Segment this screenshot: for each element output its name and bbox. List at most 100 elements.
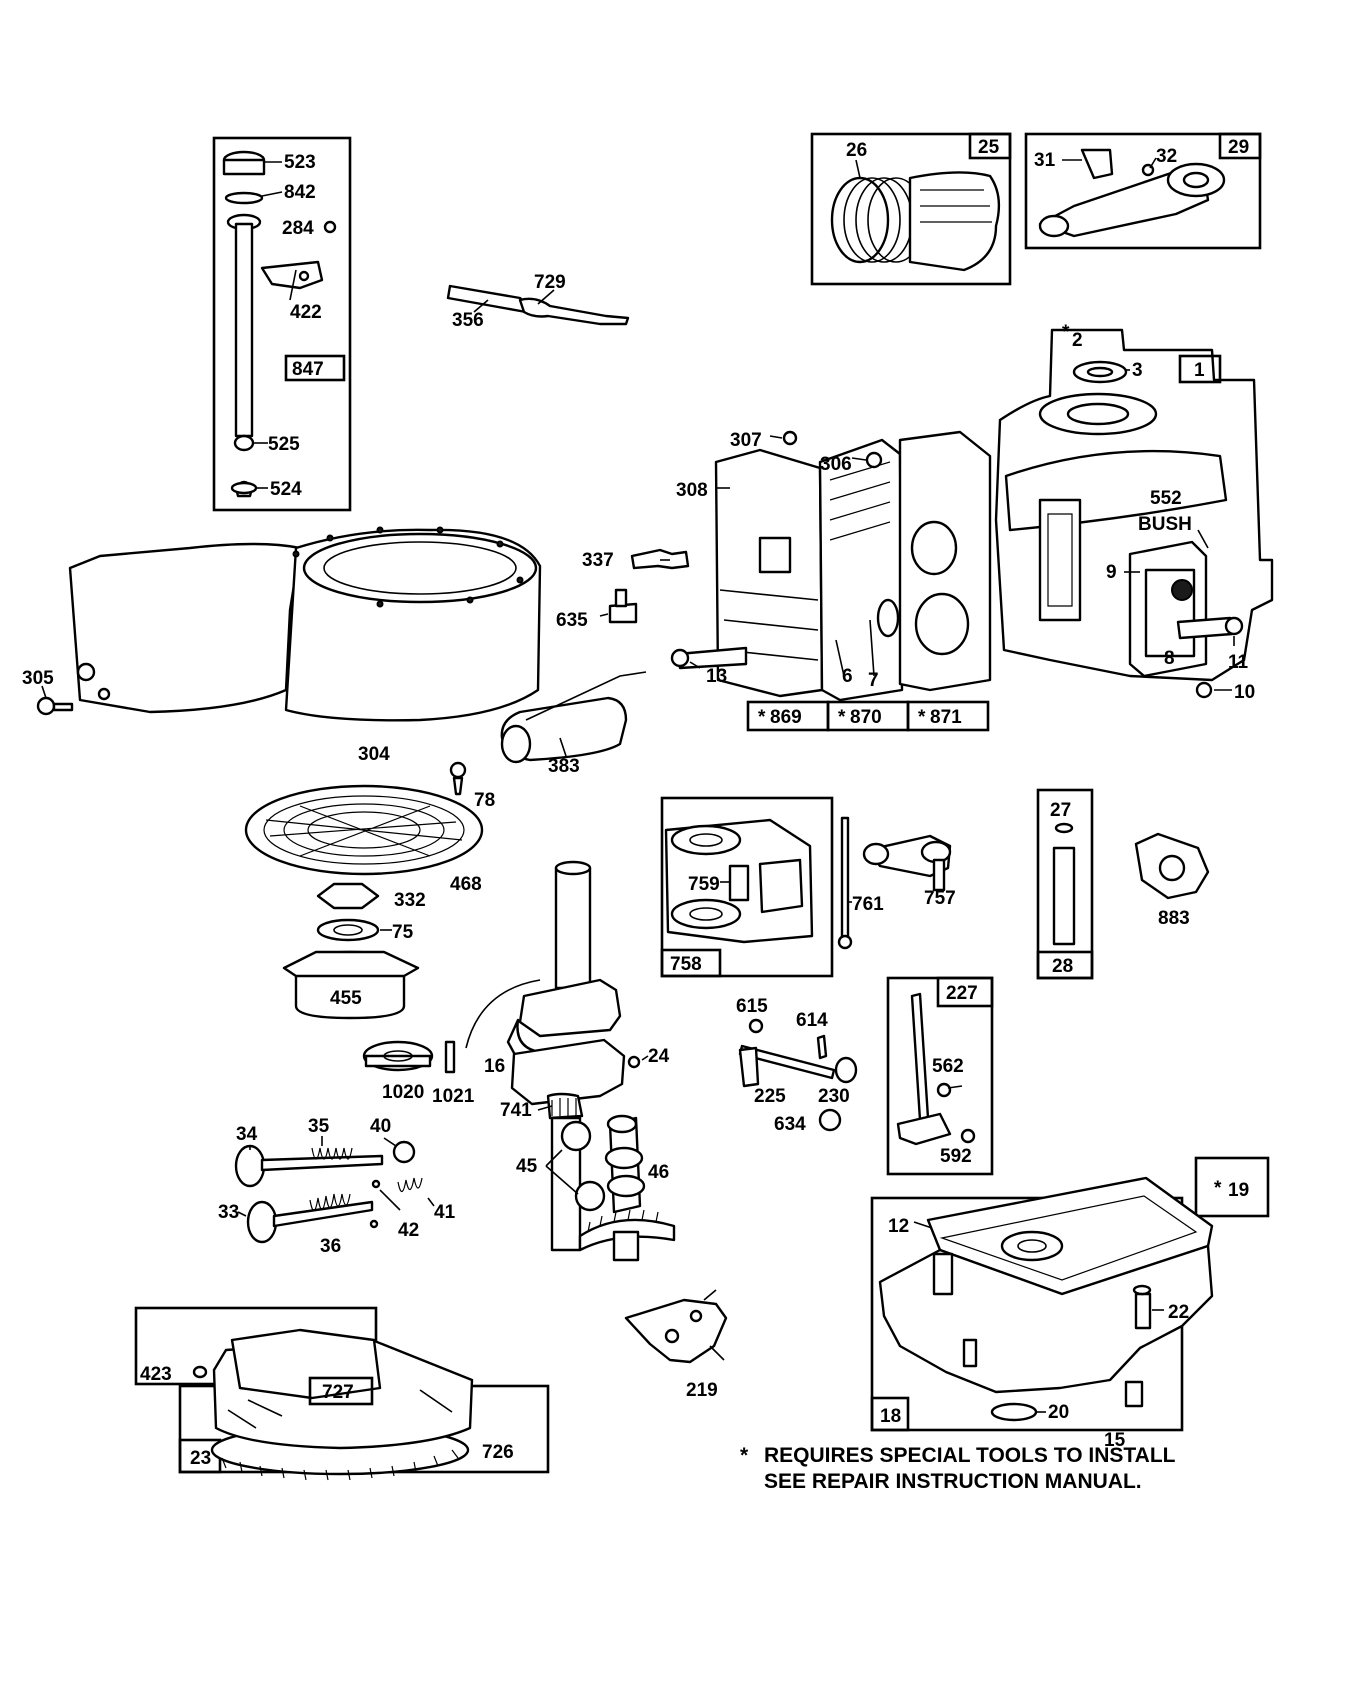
box-28 (1036, 950, 1094, 980)
crankshaft-upper (554, 866, 592, 990)
callout-634: 634 (774, 1114, 806, 1135)
callout-75: 75 (392, 922, 414, 943)
blower-housing-group: 305 304 (22, 526, 542, 765)
clutch-flange (282, 950, 420, 978)
callout-757: 757 (924, 888, 956, 909)
screw-305 (36, 696, 56, 716)
spark-plug-306 (865, 451, 883, 469)
conrod-frame (1024, 132, 1262, 250)
seal-634 (818, 1108, 842, 1132)
callout-422: 422 (290, 302, 322, 323)
oil-sump-group: * 19 18 12 22 20 15 (870, 1156, 1270, 1451)
callout-758: 758 (670, 954, 702, 975)
breather-tube-8 (1176, 616, 1234, 640)
dipstick-frame (212, 136, 352, 512)
valve-33-head (246, 1200, 278, 1244)
callout-356: 356 (452, 310, 484, 331)
connecting-rod-group: 29 31 32 (1024, 132, 1262, 250)
lever-foot (896, 1112, 952, 1146)
callout-383: 383 (548, 756, 580, 777)
tube-28 (1052, 846, 1076, 946)
governor-bore-top (670, 824, 742, 856)
callout-614: 614 (796, 1010, 828, 1031)
ring-1 (830, 176, 890, 264)
clip-615 (748, 1018, 764, 1034)
callout-33: 33 (218, 1202, 239, 1223)
piston-frame (810, 132, 1012, 286)
washer-75 (316, 918, 380, 942)
blower-housing-shroud (68, 542, 302, 714)
callout-32: 32 (1156, 146, 1177, 167)
box-227 (936, 976, 994, 1008)
crankcase-port (1038, 498, 1082, 622)
callout-524: 524 (270, 479, 302, 500)
callout-8: 8 (1164, 648, 1175, 669)
governor-block (758, 858, 804, 914)
bracket-hole (298, 270, 310, 282)
callout-523: 523 (284, 152, 316, 173)
breather-hose (518, 297, 630, 326)
flywheel-fan-group: 78 468 332 75 455 1020 1021 (244, 761, 495, 1107)
piston-body (908, 171, 1001, 272)
callout-3: 3 (1132, 360, 1143, 381)
note-star: * (740, 1444, 749, 1467)
callout-726: 726 (482, 1442, 514, 1463)
governor-bore-bottom (670, 898, 742, 930)
callout-847: 847 (292, 359, 324, 380)
callout-22: 22 (1168, 1302, 1189, 1323)
callout-13: 13 (706, 666, 727, 687)
governor-pin-759 (728, 864, 750, 902)
callout-741: 741 (500, 1100, 532, 1121)
head-valve-port (914, 592, 970, 656)
crank-throw-upper (518, 978, 622, 1038)
shaft-761 (840, 816, 850, 944)
sump-bearing (1000, 1230, 1064, 1262)
callout-308: 308 (676, 480, 708, 501)
callout-468: 468 (450, 874, 482, 895)
callout-28: 28 (1052, 956, 1073, 977)
retainer-40 (392, 1140, 416, 1164)
dipstick-tube (234, 222, 254, 438)
blower-housing-opening (302, 532, 538, 604)
box-758 (660, 948, 722, 978)
callout-12: 12 (888, 1216, 909, 1237)
governor-frame (660, 796, 834, 978)
callout-635: 635 (556, 610, 588, 631)
conrod-bore (1182, 171, 1210, 189)
callout-219: 219 (686, 1380, 718, 1401)
callout-10: 10 (1234, 682, 1255, 703)
gasket-27-group: 27 28 (1036, 788, 1094, 980)
crankcase-group: 1 2 * 3 552 BUSH 9 8 11 10 (994, 322, 1274, 703)
star-869: * (758, 707, 766, 728)
callout-552: 552 (1150, 488, 1182, 509)
box-19 (1194, 1156, 1270, 1218)
callout-78: 78 (474, 790, 495, 811)
callout-227: 227 (946, 983, 978, 1004)
head-boss (758, 536, 792, 574)
star-871: * (918, 707, 926, 728)
callout-615: 615 (736, 996, 768, 1017)
piston-group: 25 26 (810, 132, 1012, 286)
magnet-shroud (230, 1328, 382, 1400)
callout-729: 729 (534, 272, 566, 293)
callout-307: 307 (730, 430, 762, 451)
callout-230: 230 (818, 1086, 850, 1107)
callout-870: 870 (850, 707, 882, 728)
callout-24: 24 (648, 1046, 670, 1067)
star-19: * (1214, 1178, 1222, 1199)
callout-15: 15 (1104, 1430, 1126, 1451)
lever-225 (738, 1046, 760, 1088)
gasket-27 (1054, 822, 1074, 834)
callout-306: 306 (820, 454, 852, 475)
conrod-lock (1080, 148, 1114, 180)
sump-post (932, 1252, 954, 1296)
callout-869: 869 (770, 707, 802, 728)
callout-36: 36 (320, 1236, 341, 1257)
callout-35: 35 (308, 1116, 330, 1137)
seal-524-top (230, 481, 258, 495)
callout-1020: 1020 (382, 1082, 424, 1103)
lever-shaft (910, 992, 930, 1122)
callout-25: 25 (978, 137, 1000, 158)
callout-525: 525 (268, 434, 300, 455)
tube-bracket (260, 260, 324, 290)
